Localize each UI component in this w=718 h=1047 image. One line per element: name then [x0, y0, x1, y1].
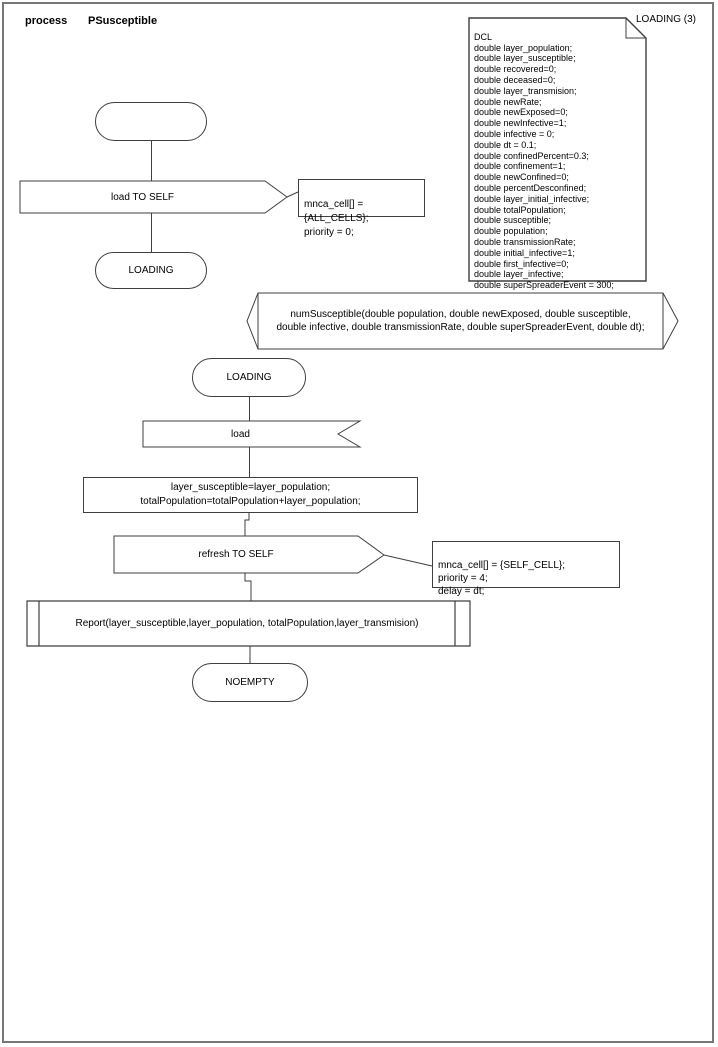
connector-task-to-refresh: [244, 513, 250, 536]
procedure-decl-text: numSusceptible(double population, double…: [276, 309, 645, 333]
output-refresh-label: refresh TO SELF: [198, 549, 274, 560]
process-keyword: process: [25, 15, 68, 27]
dcl-corner-label: LOADING (3): [636, 14, 697, 25]
output-load-label: load TO SELF: [111, 191, 174, 203]
task-assignments[interactable]: layer_susceptible=layer_population; tota…: [83, 477, 418, 513]
state-loading-top[interactable]: LOADING: [95, 252, 207, 289]
state-noempty-label: NOEMPTY: [225, 677, 275, 688]
input-symbol-load[interactable]: [142, 420, 362, 448]
procedure-call-sidebars: [38, 601, 456, 646]
comment-link-refresh: [383, 554, 433, 567]
comment-refresh-text: mnca_cell[] = {SELF_CELL}; priority = 4;…: [438, 560, 566, 597]
state-loading-mid[interactable]: LOADING: [192, 358, 306, 397]
input-load-label: load: [231, 428, 250, 440]
procedure-call-symbol[interactable]: [26, 600, 471, 647]
comment-load-params[interactable]: mnca_cell[] = {ALL_CELLS}; priority = 0;: [298, 179, 425, 238]
task-assignments-text: layer_susceptible=layer_population; tota…: [140, 482, 361, 507]
input-load[interactable]: load: [143, 421, 338, 447]
dcl-text-symbol[interactable]: [468, 17, 647, 282]
output-symbol-load[interactable]: [19, 180, 288, 214]
output-refresh-to-self[interactable]: refresh TO SELF: [114, 536, 358, 573]
process-name: PSusceptible: [88, 15, 158, 27]
connector-refresh-to-report: [244, 573, 252, 601]
state-loading-mid-label: LOADING: [226, 372, 272, 383]
dogear-fold-icon: [625, 18, 646, 39]
procedure-call-report[interactable]: Report(layer_susceptible,layer_populatio…: [39, 601, 455, 646]
output-load-to-self[interactable]: load TO SELF: [20, 181, 265, 213]
comment-refresh-params[interactable]: mnca_cell[] = {SELF_CELL}; priority = 4;…: [432, 541, 620, 597]
state-loading-top-label: LOADING: [128, 265, 174, 276]
dcl-lines: DCL double layer_population; double laye…: [474, 31, 614, 291]
procedure-decl-numsusceptible[interactable]: numSusceptible(double population, double…: [260, 293, 661, 349]
dcl-declarations[interactable]: DCL double layer_population; double laye…: [474, 21, 642, 290]
procedure-decl-endlines: [257, 293, 664, 349]
start-state[interactable]: [95, 102, 207, 141]
comment-link-load: [286, 191, 299, 198]
output-symbol-refresh[interactable]: [113, 535, 385, 574]
state-noempty[interactable]: NOEMPTY: [192, 663, 308, 702]
procedure-call-report-label: Report(layer_susceptible,layer_populatio…: [75, 618, 419, 629]
comment-load-text: mnca_cell[] = {ALL_CELLS}; priority = 0;: [304, 199, 369, 238]
